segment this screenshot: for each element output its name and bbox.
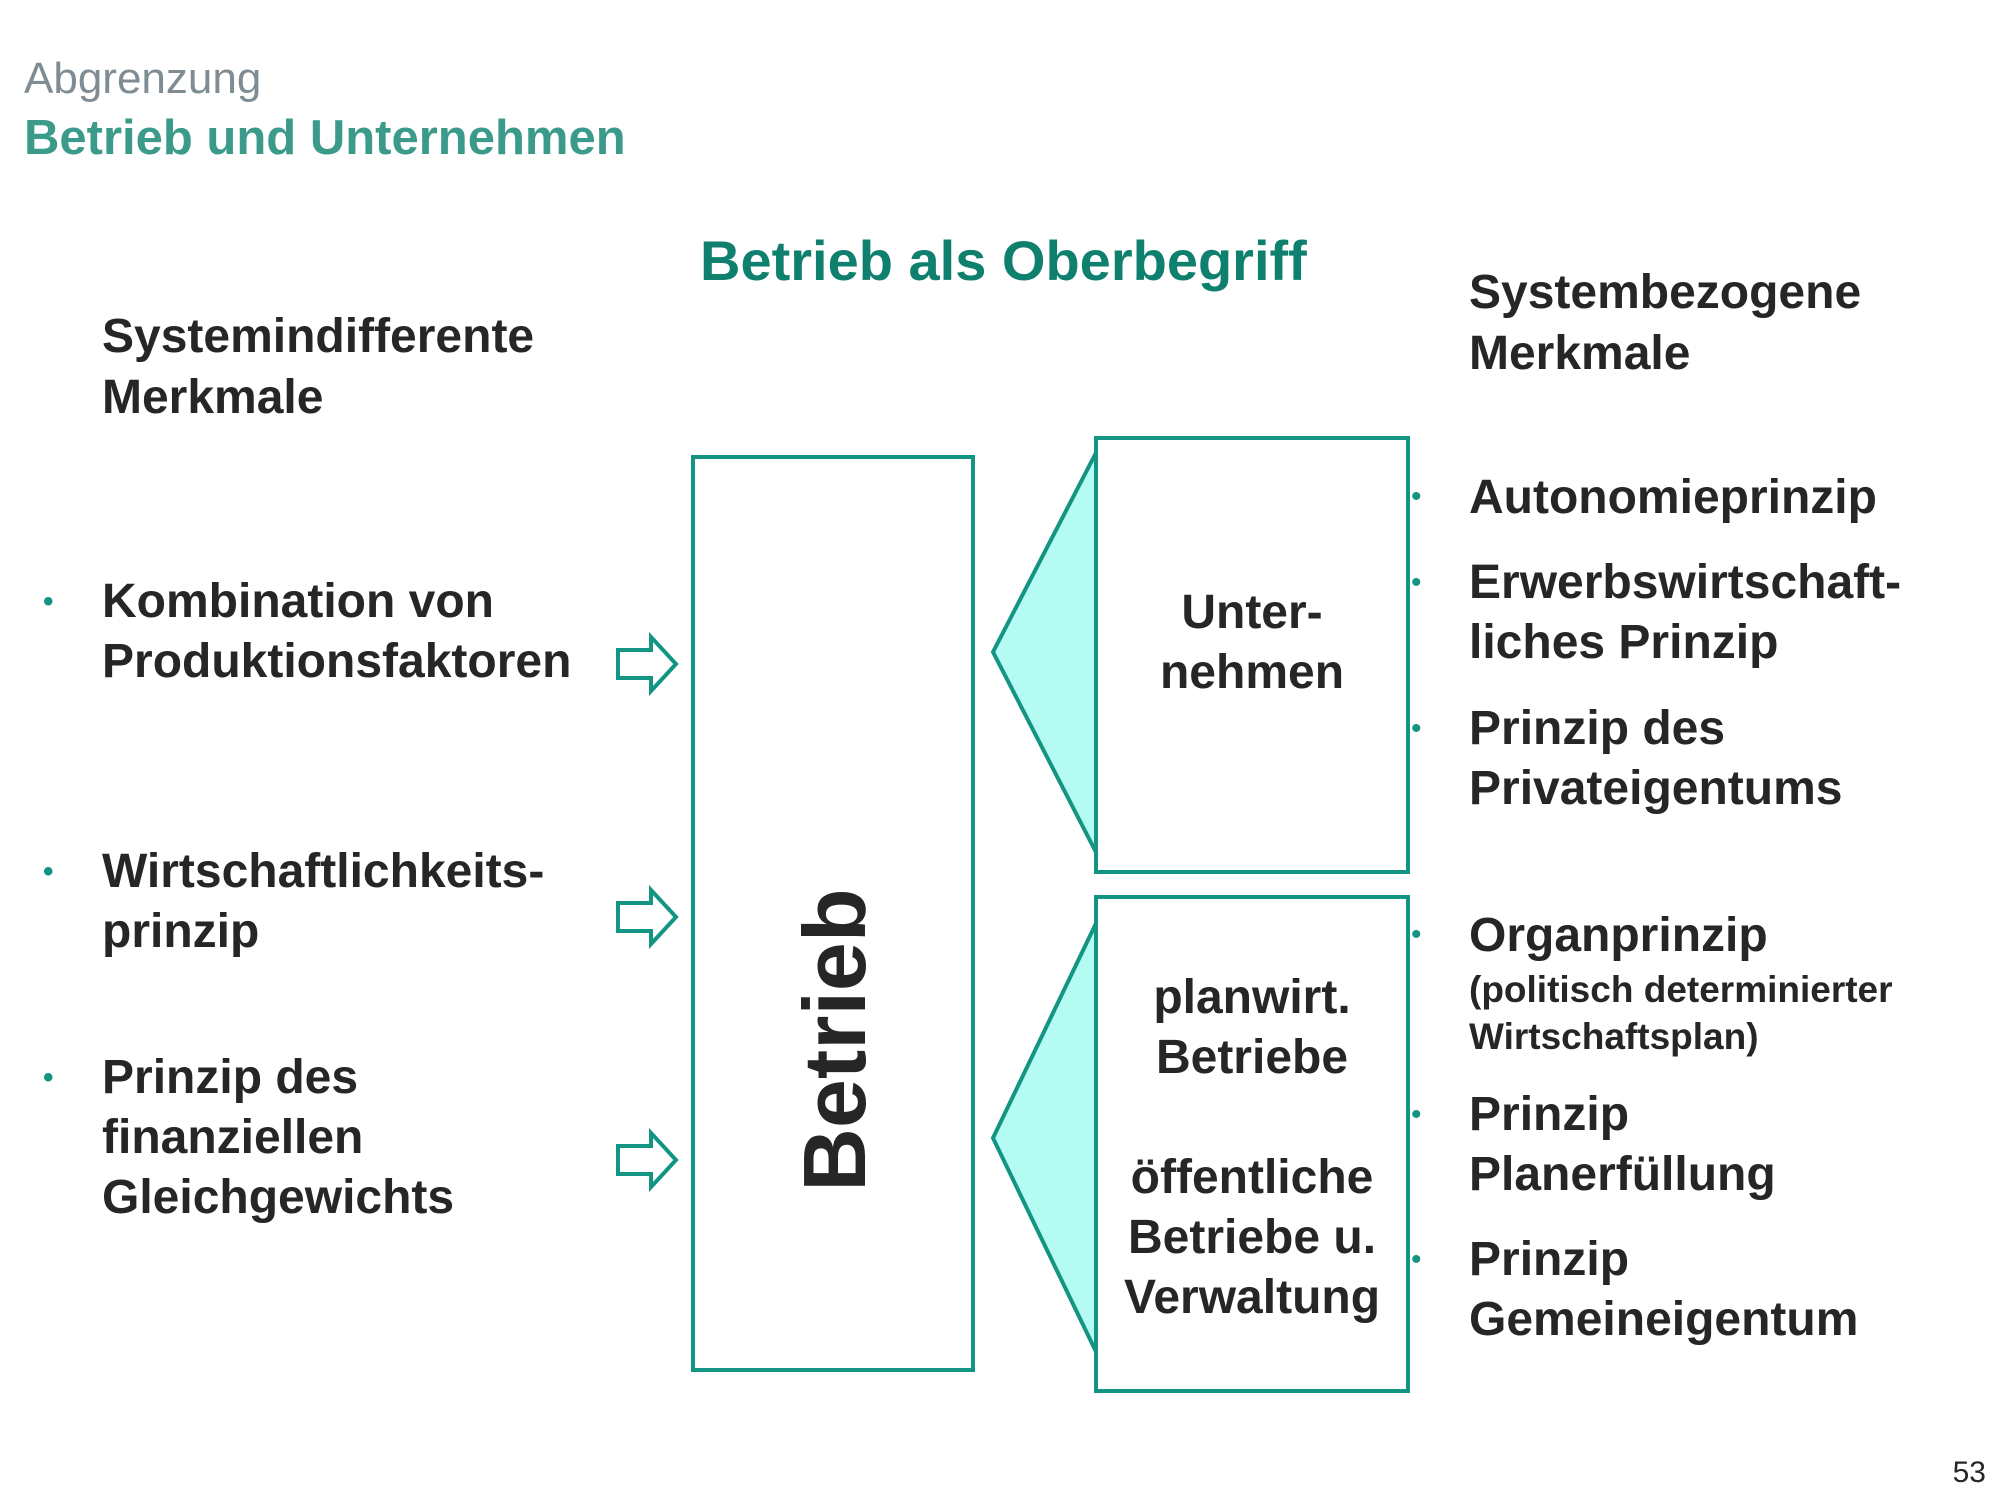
dot-bullet-icon: • (43, 1061, 54, 1094)
list-item: • Prinzip des finanziellen Gleichgewicht… (40, 1048, 454, 1228)
planwirt-box (1094, 895, 1410, 1393)
list-item: Autonomieprinzip (1469, 468, 1877, 528)
list-item-line: Gemeineigentum (1469, 1293, 1859, 1346)
bottom-funnel-shape (990, 914, 1102, 1361)
list-item-line: Gleichgewichts (102, 1171, 455, 1224)
list-item-subline: Wirtschaftsplan) (1469, 1016, 1759, 1057)
dot-bullet-icon: • (1411, 480, 1422, 513)
list-item: Erwerbswirtschaft- liches Prinzip (1469, 553, 1901, 673)
dot-bullet-icon: • (1411, 1098, 1422, 1131)
betrieb-label: Betrieb (785, 888, 884, 1192)
slide-title: Betrieb und Unternehmen (24, 111, 626, 165)
list-item: Prinzip Planerfüllung (1469, 1085, 1776, 1205)
diagram-heading: Betrieb als Oberbegriff (700, 229, 1307, 292)
hollow-right-arrow-icon (616, 884, 679, 950)
list-item-line: Prinzip (1469, 1233, 1630, 1286)
list-item-line: Erwerbswirtschaft- (1469, 556, 1902, 609)
list-item-line: Autonomieprinzip (1469, 471, 1877, 524)
planwirt-label-line: planwirt. (1153, 971, 1351, 1024)
planwirt-label: planwirt. Betriebe öffentliche Betriebe … (1096, 968, 1408, 1328)
dot-bullet-icon: • (1411, 918, 1422, 951)
unternehmen-label: Unter- nehmen (1096, 583, 1408, 703)
right-heading-line: Systembezogene (1469, 266, 1862, 319)
unternehmen-box (1094, 436, 1410, 874)
list-item-line: liches Prinzip (1469, 616, 1779, 669)
unternehmen-label-line: Unter- (1181, 586, 1323, 639)
right-heading-line: Merkmale (1469, 327, 1691, 380)
dot-bullet-icon: • (1411, 566, 1422, 599)
dot-bullet-icon: • (1411, 712, 1422, 745)
list-item-line: Wirtschaftlichkeits- (102, 845, 545, 898)
left-column-heading: Systemindifferente Merkmale (102, 306, 534, 428)
left-heading-line: Merkmale (102, 371, 324, 424)
list-item: Prinzip des Privateigentums (1469, 699, 1842, 819)
list-item-line: Prinzip des (102, 1051, 359, 1104)
betrieb-box (691, 455, 975, 1372)
slide-kicker: Abgrenzung (24, 54, 262, 103)
list-item-line: Kombination von (102, 575, 494, 628)
hollow-right-arrow-icon (616, 631, 679, 697)
list-item: Prinzip Gemeineigentum (1469, 1230, 1858, 1350)
planwirt-label-line: Betriebe (1155, 1031, 1349, 1084)
list-item-line: Organprinzip (1469, 909, 1768, 962)
list-item-line: Planerfüllung (1469, 1148, 1776, 1201)
list-item-line: Prinzip (1469, 1088, 1630, 1141)
page-number: 53 (1952, 1456, 1986, 1489)
top-funnel-shape (990, 444, 1102, 861)
right-column-heading: Systembezogene Merkmale (1469, 262, 1861, 384)
list-item-line: Produktionsfaktoren (102, 635, 572, 688)
planwirt-label-line: öffentliche (1130, 1151, 1374, 1204)
list-item-line: finanziellen (102, 1111, 364, 1164)
list-item: • Wirtschaftlichkeits- prinzip (40, 842, 544, 962)
list-item-line: prinzip (102, 905, 260, 958)
list-item-line: Privateigentums (1469, 762, 1843, 815)
dot-bullet-icon: • (43, 585, 54, 618)
left-heading-line: Systemindifferente (102, 310, 535, 363)
unternehmen-label-line: nehmen (1159, 646, 1345, 699)
list-item: Organprinzip (politisch determinierter W… (1469, 906, 1893, 1060)
list-item-subline: (politisch determinierter (1469, 969, 1893, 1010)
list-item: • Kombination von Produktionsfaktoren (40, 572, 571, 692)
left-feature-list: • Kombination von Produktionsfaktoren • … (40, 572, 660, 1272)
dot-bullet-icon: • (43, 855, 54, 888)
hollow-right-arrow-icon (616, 1127, 679, 1193)
list-item-line: Prinzip des (1469, 702, 1726, 755)
dot-bullet-icon: • (1411, 1243, 1422, 1276)
planwirt-label-line: Betriebe u. (1127, 1211, 1377, 1264)
planwirt-label-line: Verwaltung (1123, 1271, 1381, 1324)
